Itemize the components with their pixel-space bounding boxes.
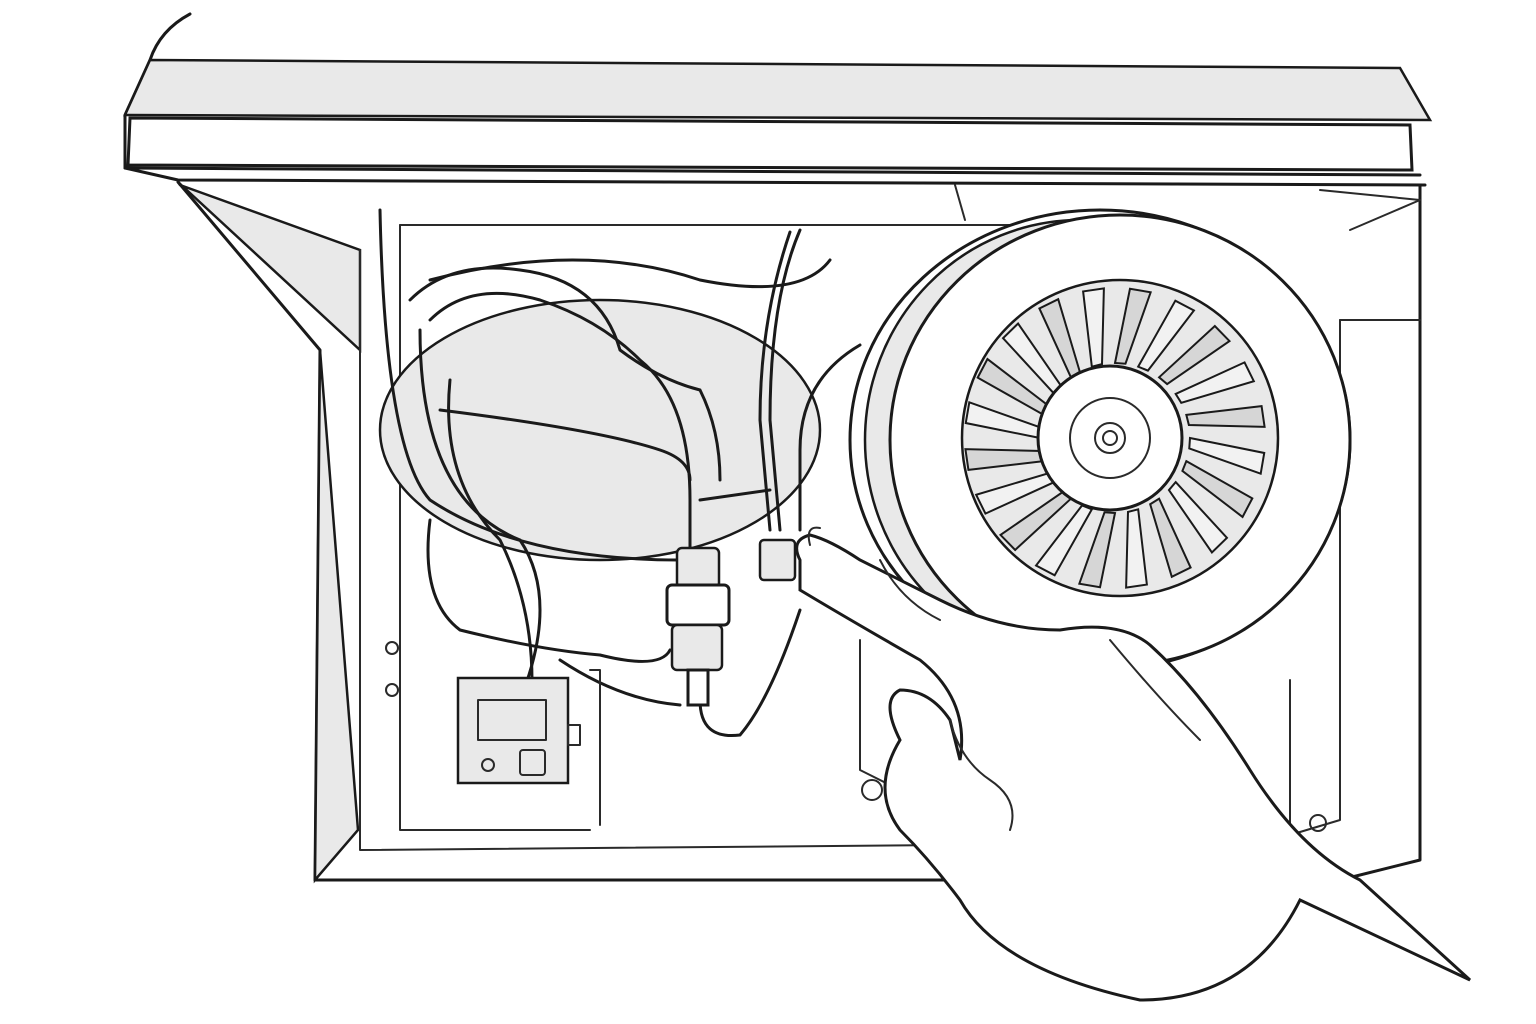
fan-blade	[1167, 480, 1229, 555]
fan-blade	[1149, 497, 1192, 579]
screw-hole	[385, 683, 399, 697]
screw-hole	[861, 779, 883, 801]
fan-hub	[1036, 364, 1184, 512]
hood-top-panel	[123, 12, 1433, 187]
screw	[481, 758, 495, 772]
junction-box	[456, 669, 601, 826]
fan-blade	[1113, 287, 1152, 365]
fan-blade	[1188, 436, 1266, 475]
fan-blade	[1185, 405, 1266, 428]
fan-blade	[1174, 361, 1256, 404]
hand	[795, 526, 1472, 1002]
screw-hole	[1309, 814, 1327, 832]
fan-blade	[1078, 511, 1117, 589]
blower-fan	[848, 208, 1352, 672]
fan-blade	[1157, 324, 1232, 386]
motor-housing	[378, 298, 901, 791]
fan-blade	[1082, 287, 1105, 368]
wire-connector-right	[758, 538, 797, 582]
fan-blade	[1125, 508, 1148, 589]
screw-hole	[385, 641, 399, 655]
fan-blade	[1136, 299, 1196, 372]
fan-blade	[1181, 459, 1254, 519]
hood-housing	[176, 180, 1422, 884]
wiring-harness	[378, 208, 862, 738]
wire-connector-left	[665, 546, 731, 707]
